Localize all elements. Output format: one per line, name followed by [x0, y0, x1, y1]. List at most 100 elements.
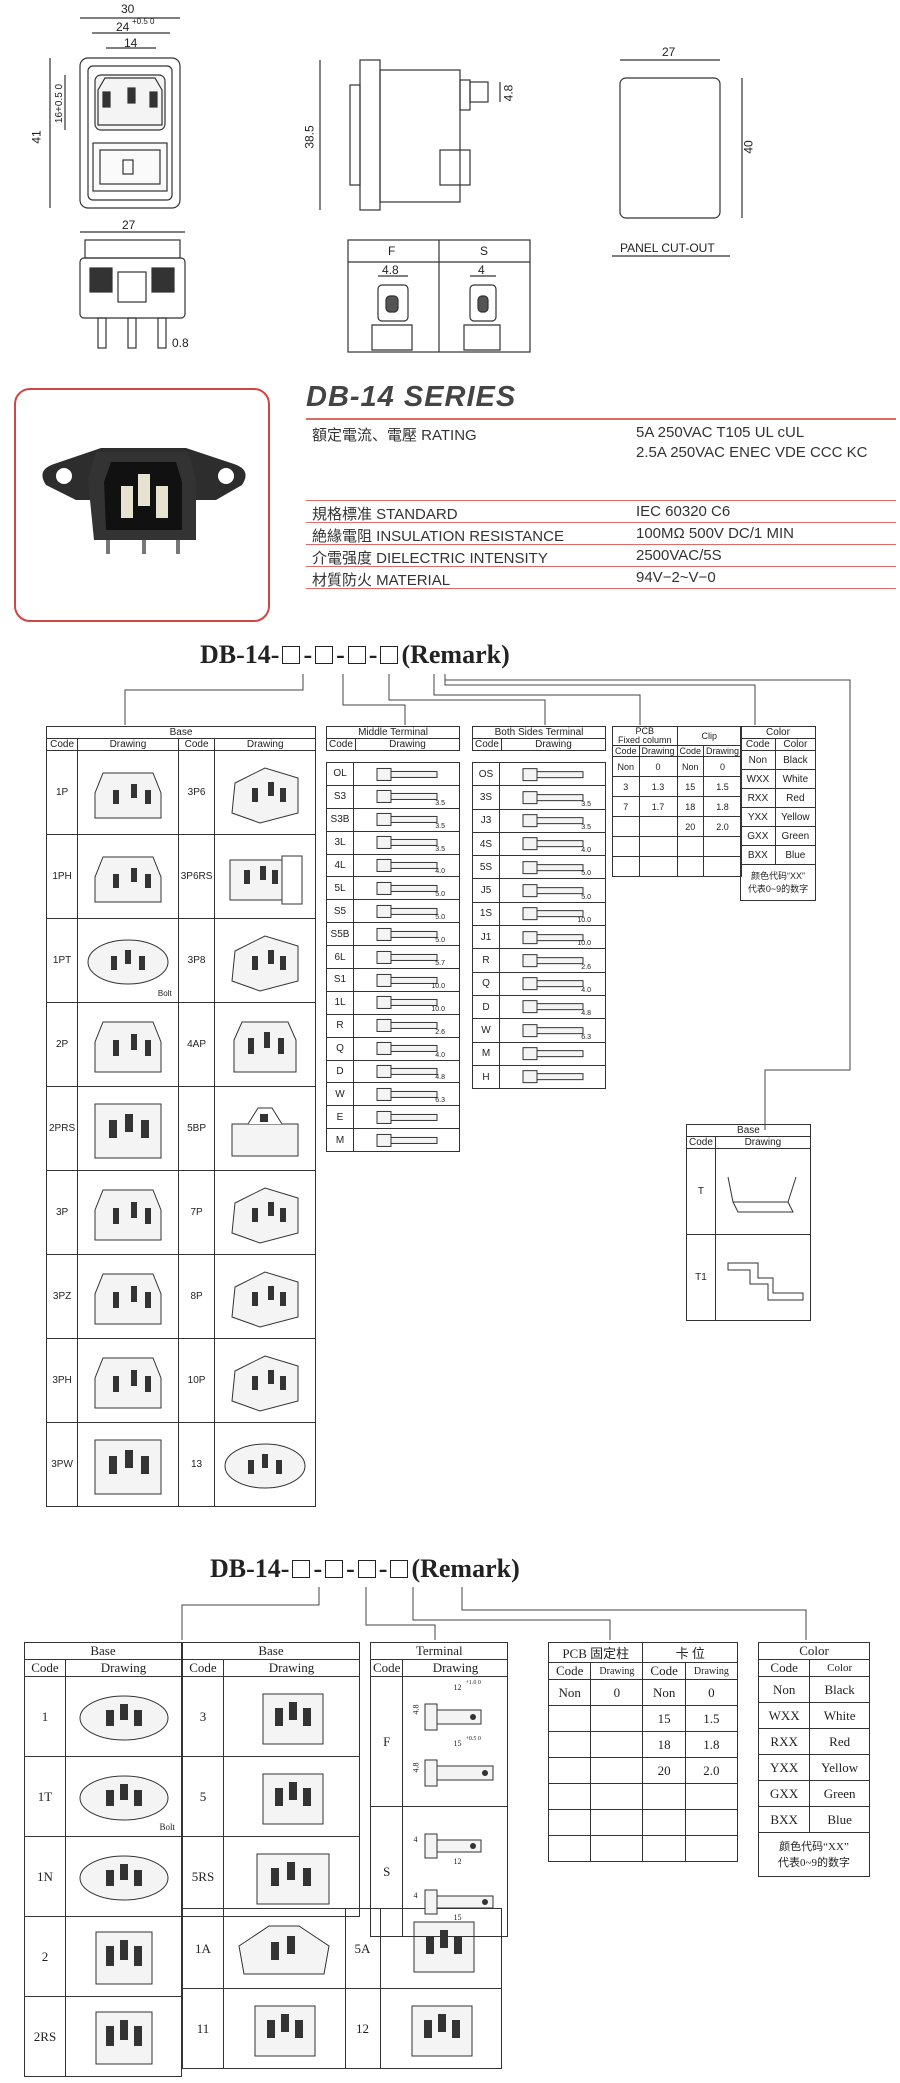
socket-drawing — [79, 1775, 168, 1820]
cell: 2.0 — [703, 816, 743, 837]
terminal-drawing — [499, 1041, 606, 1066]
terminal-shape — [522, 907, 583, 921]
terminal-shape — [522, 1000, 583, 1014]
table-row: 2RS — [24, 1996, 182, 2077]
col-drawing: Drawing — [214, 738, 316, 751]
terminal-code: 5L — [326, 876, 354, 901]
terminal-shape — [522, 1070, 583, 1084]
terminal-drawing: 5.0 — [499, 878, 606, 903]
terminal-dim: 5.0 — [581, 870, 591, 878]
socket-drawing — [231, 1270, 299, 1328]
base-code: 11 — [182, 1988, 224, 2069]
base-code: 2 — [24, 1916, 66, 1997]
terminal-code: S5 — [326, 899, 354, 924]
table-row: 1 — [24, 1676, 182, 1757]
col-code: Code — [472, 738, 502, 751]
terminal-code: J5 — [472, 878, 500, 903]
socket-drawing — [94, 1021, 162, 1072]
cutout-height: 40 — [741, 140, 756, 154]
cell: Non — [757, 1676, 811, 1703]
terminal-drawing: 3.5 — [353, 784, 460, 809]
spec-row-dielectric: 介電强度 DIELECTRIC INTENSITY 2500VAC/5S — [306, 544, 896, 567]
pcb-title-2: Fixed column — [618, 735, 672, 745]
cell: 1.7 — [638, 796, 678, 817]
table-row: E — [326, 1105, 460, 1130]
terminal-dim: 5.7 — [435, 960, 445, 968]
base-code: 1N — [24, 1836, 66, 1917]
color-note: 颜色代码“XX”代表0~9的数字 — [740, 864, 816, 901]
socket-drawing — [229, 855, 303, 904]
terminal-dim: 4.0 — [581, 847, 591, 855]
terminal-shape — [376, 813, 437, 827]
cell: GXX — [757, 1780, 811, 1807]
cutout-width: 27 — [662, 45, 676, 59]
base-code: 1PH — [45, 834, 79, 919]
dim-height-48: 4.8 — [501, 84, 516, 102]
base-drawing: Bolt — [77, 918, 179, 1003]
socket-drawing — [94, 1439, 162, 1494]
terminal-code: S5B — [326, 922, 354, 947]
spec-key: 材質防火 MATERIAL — [312, 572, 451, 589]
base-drawing — [223, 1908, 346, 1989]
dim-height-385: 38.5 — [302, 125, 317, 149]
base-code: T1 — [686, 1234, 716, 1321]
base-drawing — [214, 1254, 316, 1339]
cell: Blue — [774, 845, 817, 865]
socket-drawing — [233, 1021, 297, 1072]
terminal-drawing: 10.0 — [499, 925, 606, 950]
cell: 0 — [684, 1679, 739, 1706]
terminal-dim: 4.8 — [581, 1010, 591, 1018]
col-color: Color — [774, 738, 817, 751]
dim-15: 15 — [453, 1913, 462, 1922]
code2-connector-lines — [181, 1587, 807, 1640]
terminal-drawing — [353, 1105, 460, 1130]
code-remark: (Remark) — [411, 1554, 520, 1583]
terminal-drawing: 4.0 — [353, 1036, 460, 1061]
terminal-drawing: 2.6 — [353, 1013, 460, 1038]
base-code: 3P — [45, 1170, 79, 1255]
terminal-shape — [376, 859, 437, 873]
dim-height-41: 41 — [29, 130, 44, 144]
terminal-drawing — [499, 1064, 606, 1090]
spec-key: 規格標准 STANDARD — [312, 506, 458, 523]
terminal-shape — [376, 1042, 437, 1056]
terminal-drawing — [353, 762, 460, 786]
f-terminal-drawing — [424, 1703, 494, 1786]
terminal-code: 4S — [472, 831, 500, 857]
terminal-code: 4L — [326, 853, 354, 878]
table-row: 11 12 — [182, 1988, 502, 2069]
terminal-shape — [522, 1023, 583, 1037]
table-row: T1 — [686, 1234, 811, 1321]
terminal-detail-s-width: 4 — [478, 263, 485, 277]
col-drawing: Drawing — [402, 1659, 509, 1677]
col-drawing: Drawing — [77, 738, 179, 751]
terminal-drawing: 4.0 — [499, 971, 606, 996]
terminal-code: F — [369, 1676, 404, 1807]
cell: Non — [547, 1679, 592, 1706]
socket-drawing — [231, 1107, 299, 1156]
base-drawing — [379, 1988, 502, 2069]
terminal-shape — [522, 767, 583, 781]
terminal-code: OS — [472, 761, 500, 787]
cell: 20 — [642, 1757, 686, 1784]
table-row — [612, 856, 743, 877]
terminal-drawing: 10.0 — [353, 990, 460, 1015]
dim-4: 4 — [413, 1835, 418, 1844]
code-box-base — [282, 646, 301, 664]
socket-drawing — [87, 939, 169, 984]
terminal-dim: 3.5 — [581, 800, 591, 808]
terminal-code: S3 — [326, 784, 354, 809]
socket-drawing — [231, 934, 299, 992]
cell — [547, 1757, 592, 1784]
terminal-shape — [522, 977, 583, 991]
terminal-dim: 5.0 — [435, 914, 445, 922]
